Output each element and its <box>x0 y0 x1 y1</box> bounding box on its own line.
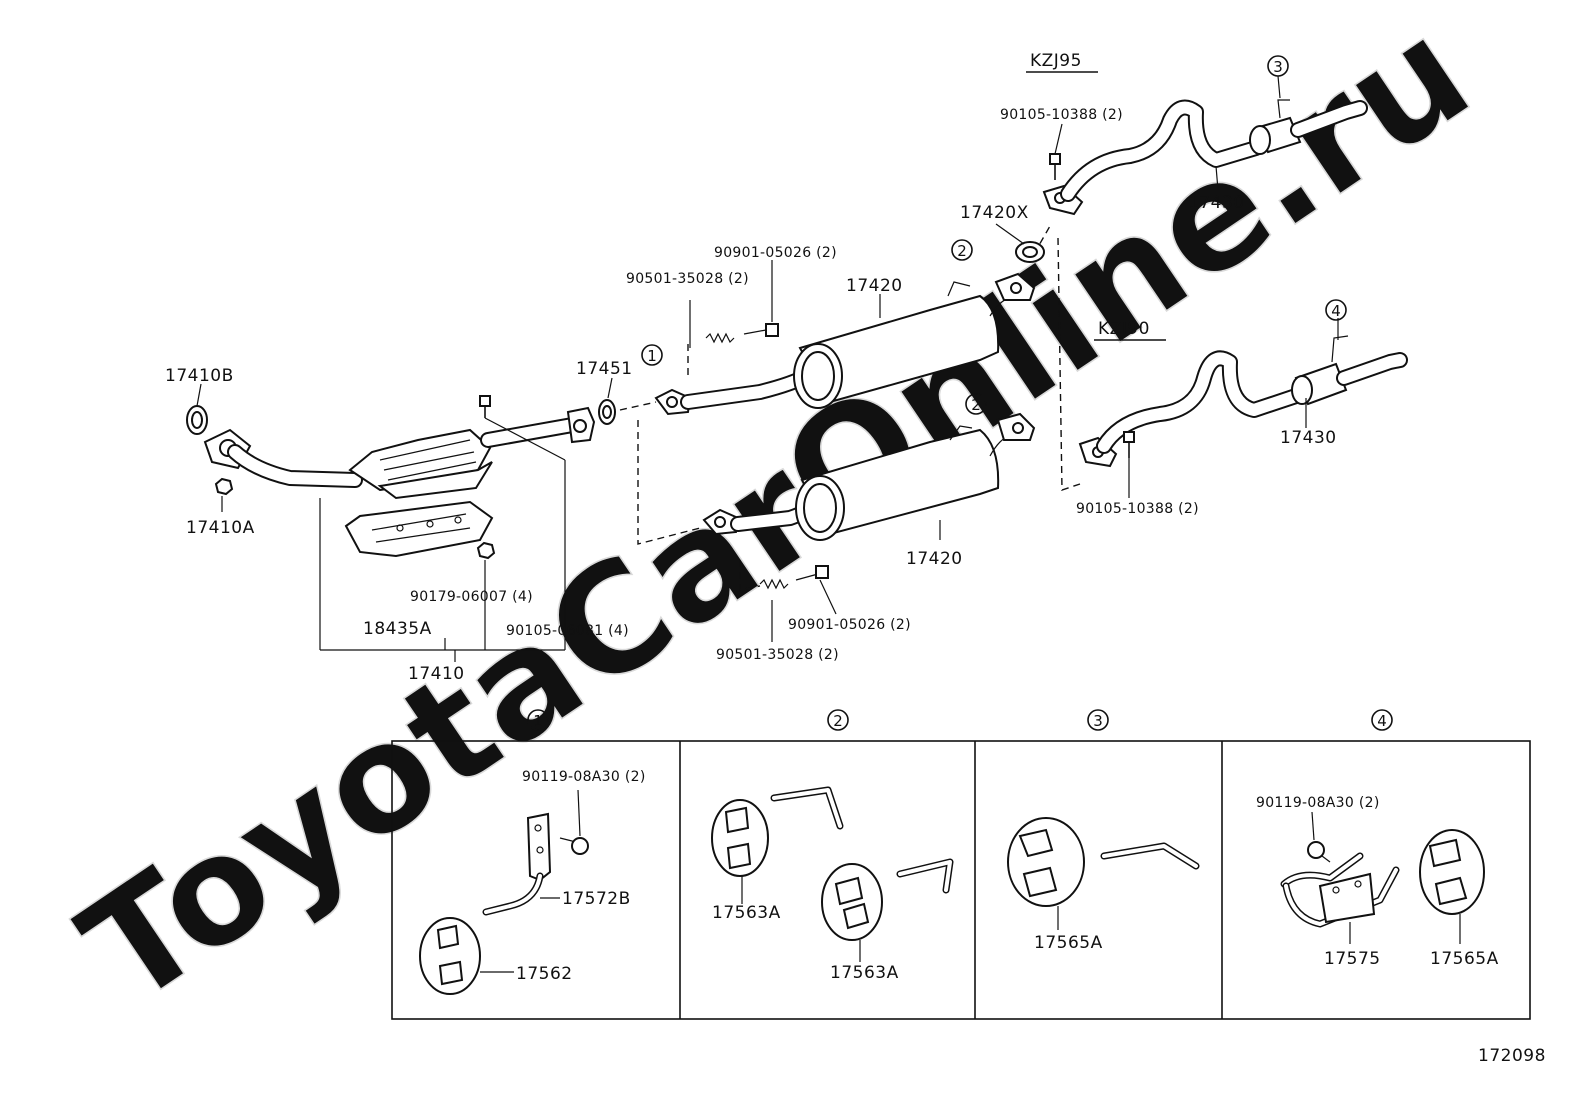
label-90105-10388-upper: 90105-10388 (2) <box>1000 107 1123 123</box>
label-90501-lower: 90501-35028 (2) <box>716 647 839 663</box>
figure-id: 172098 <box>1478 1046 1546 1066</box>
svg-text:2: 2 <box>833 712 843 730</box>
assembly-bracket-17410 <box>319 417 566 662</box>
svg-text:2: 2 <box>957 242 967 260</box>
tail-pipe-kzj90 <box>1078 335 1408 468</box>
callout-2-upper: 2 <box>951 239 973 261</box>
panel-header-1: 1 <box>527 709 549 731</box>
nut-90179-06007 <box>476 541 496 560</box>
svg-text:2: 2 <box>971 396 981 414</box>
catalytic-converter <box>348 428 493 500</box>
bracket-17575 <box>1318 872 1376 924</box>
hanger-17563a-b <box>821 863 883 941</box>
label-90105-10388-lower: 90105-10388 (2) <box>1076 501 1199 517</box>
panel-header-2: 2 <box>827 709 849 731</box>
tail-muffler-kzj90 <box>1291 362 1348 406</box>
tail-muffler-kzj95 <box>1249 116 1302 155</box>
upper-outlet-flange <box>994 272 1036 301</box>
label-17565a-p3: 17565A <box>1034 933 1103 953</box>
svg-text:3: 3 <box>1093 712 1103 730</box>
label-17420x: 17420X <box>960 203 1029 223</box>
label-17420-lower: 17420 <box>906 549 963 569</box>
heat-insulator-18435a <box>344 500 494 558</box>
panel-3: 17565A <box>1007 817 1200 953</box>
svg-text:4: 4 <box>1331 302 1341 320</box>
front-pipe-assembly <box>186 395 596 560</box>
label-90901-lower: 90901-05026 (2) <box>788 617 911 633</box>
label-17430-upper: 17430 <box>1188 193 1245 213</box>
variant-headers: KZJ95 KZJ90 <box>1026 51 1166 341</box>
muffler-assembly-upper <box>654 272 1036 416</box>
callout-2-lower: 2 <box>965 393 987 415</box>
hanger-17565a-p3 <box>1007 817 1085 907</box>
panel-2: 17563A 17563A <box>711 786 954 983</box>
hanger-17565a-p4 <box>1419 829 1485 915</box>
callout-3: 3 <box>1267 55 1289 77</box>
svg-text:3: 3 <box>1273 58 1283 76</box>
gasket-17420x <box>1015 241 1045 263</box>
nut-17410a <box>214 477 234 496</box>
variant-kzj90: KZJ90 <box>1098 319 1150 339</box>
svg-text:4: 4 <box>1377 712 1387 730</box>
svg-text:1: 1 <box>647 347 657 365</box>
label-17430-lower: 17430 <box>1280 428 1337 448</box>
bolt-90901-upper <box>743 323 779 337</box>
label-18435a: 18435A <box>363 619 432 639</box>
muffler-assembly-lower <box>702 412 1036 590</box>
label-17451: 17451 <box>576 359 633 379</box>
upper-inlet-flange <box>654 388 692 416</box>
svg-text:1: 1 <box>533 712 543 730</box>
panel-4: 90119-08A30 (2) 17575 17565A <box>1256 795 1499 969</box>
label-17410a: 17410A <box>186 518 255 538</box>
label-90501-upper: 90501-35028 (2) <box>626 271 749 287</box>
bolt-90119-08a30-p4 <box>1307 841 1331 863</box>
leader-lines <box>196 75 1339 642</box>
bolt-90105-06081 <box>479 395 491 418</box>
gasket-17410b <box>186 405 208 435</box>
bolt-90119-08a30-p1 <box>559 837 589 855</box>
detail-panels: 1 2 3 4 <box>391 709 1531 1020</box>
bolt-90105-10388-upper <box>1049 153 1061 180</box>
bolt-90901-lower <box>795 565 829 581</box>
label-90119-08a30-p1: 90119-08A30 (2) <box>522 769 646 785</box>
hanger-17563a-a <box>711 799 769 877</box>
tail-pipe-kzj95 <box>1042 99 1368 216</box>
lower-inlet-flange <box>702 508 740 536</box>
label-17562: 17562 <box>516 964 573 984</box>
label-90179-06007: 90179-06007 (4) <box>410 589 533 605</box>
label-17572b: 17572B <box>562 889 631 909</box>
callout-4: 4 <box>1325 299 1347 321</box>
label-90119-08a30-p4: 90119-08A30 (2) <box>1256 795 1380 811</box>
label-90105-06081: 90105-06081 (4) <box>506 623 629 639</box>
label-17575: 17575 <box>1324 949 1381 969</box>
bolt-90105-10388-lower <box>1123 431 1135 458</box>
part-labels: 17410B 17410A 17451 18435A 17410 90179-0… <box>165 107 1337 684</box>
label-90901-upper: 90901-05026 (2) <box>714 245 837 261</box>
gasket-17451 <box>598 399 616 425</box>
panel-header-3: 3 <box>1087 709 1109 731</box>
lower-muffler-body <box>795 428 1000 541</box>
spring-90501-upper <box>705 332 735 344</box>
label-17420-upper: 17420 <box>846 276 903 296</box>
hanger-17562 <box>419 917 481 995</box>
label-17565a-p4: 17565A <box>1430 949 1499 969</box>
label-17563a-b: 17563A <box>830 963 899 983</box>
panel-header-4: 4 <box>1371 709 1393 731</box>
center-flange <box>566 406 596 444</box>
lower-outlet-flange <box>996 412 1036 441</box>
variant-kzj95: KZJ95 <box>1030 51 1082 71</box>
callout-1: 1 <box>641 344 663 366</box>
upper-muffler-body <box>793 294 1000 409</box>
label-17563a-a: 17563A <box>712 903 781 923</box>
panel-1: 90119-08A30 (2) 17572B 17562 <box>419 769 646 995</box>
label-17410b: 17410B <box>165 366 234 386</box>
label-17410: 17410 <box>408 664 465 684</box>
spring-90501-lower <box>759 578 789 590</box>
